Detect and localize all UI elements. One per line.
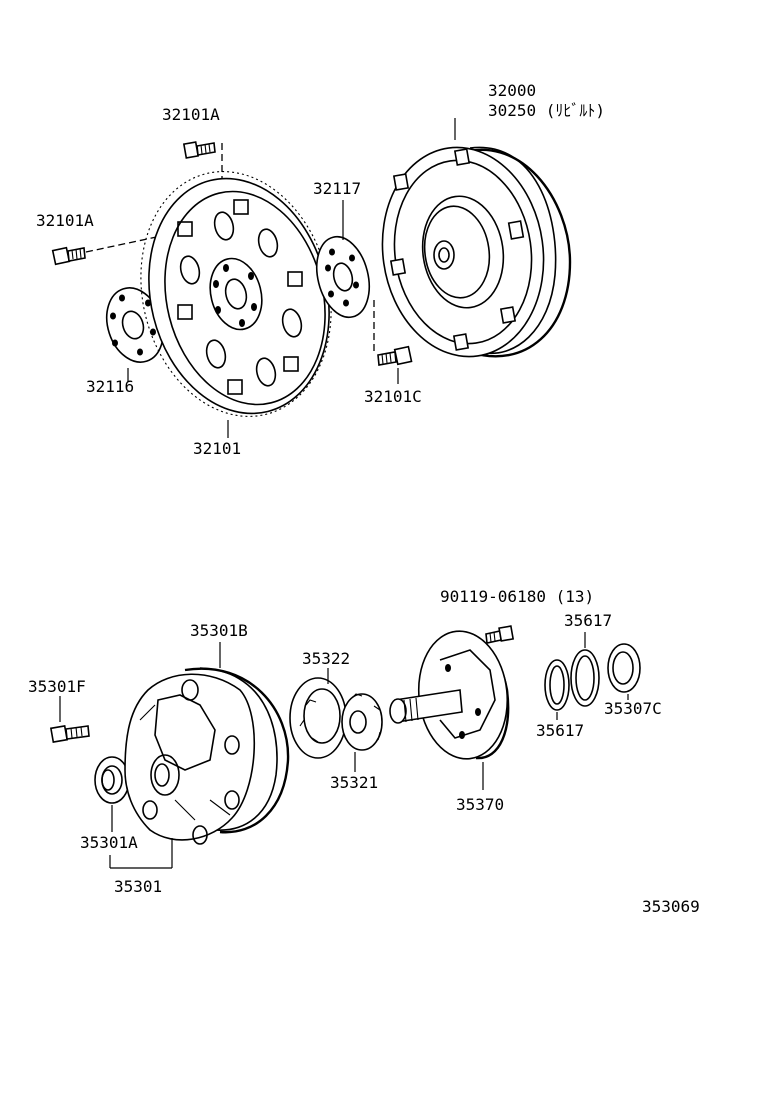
plate-32116 [105,287,165,363]
label-35301F: 35301F [28,677,86,696]
inner-gear-35321 [341,693,383,751]
label-32101A-left: 32101A [36,211,94,230]
label-32116: 32116 [86,377,134,396]
thrust-washer-35307C [607,643,641,693]
label-90119: 90119-06180 (13) [440,587,594,606]
label-32101: 32101 [193,439,241,458]
label-32000: 32000 [488,81,536,100]
torque-converter-32000 [381,146,572,358]
label-35301: 35301 [114,877,162,896]
pump-body-35301B [124,667,290,845]
label-35301B: 35301B [190,621,248,640]
label-32117: 32117 [313,179,361,198]
label-35322: 35322 [302,649,350,668]
diagram-code: 353069 [642,897,700,916]
label-35321: 35321 [330,773,378,792]
label-35617-bottom: 35617 [536,721,584,740]
label-32101C: 32101C [364,387,422,406]
label-30250: 30250 (ﾘﾋﾞﾙﾄ) [488,101,605,120]
seal-ring-35617-b [570,649,600,707]
stator-shaft-35370 [389,630,510,760]
label-35617-top: 35617 [564,611,612,630]
label-35307C: 35307C [604,699,662,718]
bolt-32101A-top [182,141,216,159]
plate-32117 [315,235,371,319]
outer-gear-35322 [289,677,347,759]
seal-ring-35617-a [544,659,570,711]
oil-seal-35301A [94,756,130,804]
label-35370: 35370 [456,795,504,814]
bolt-32101C [377,345,413,366]
label-35301A: 35301A [80,833,138,852]
label-32101A-top: 32101A [162,105,220,124]
bolt-90119 [485,625,515,644]
bolt-35301F [49,724,90,744]
bolt-32101A-left [51,246,86,266]
